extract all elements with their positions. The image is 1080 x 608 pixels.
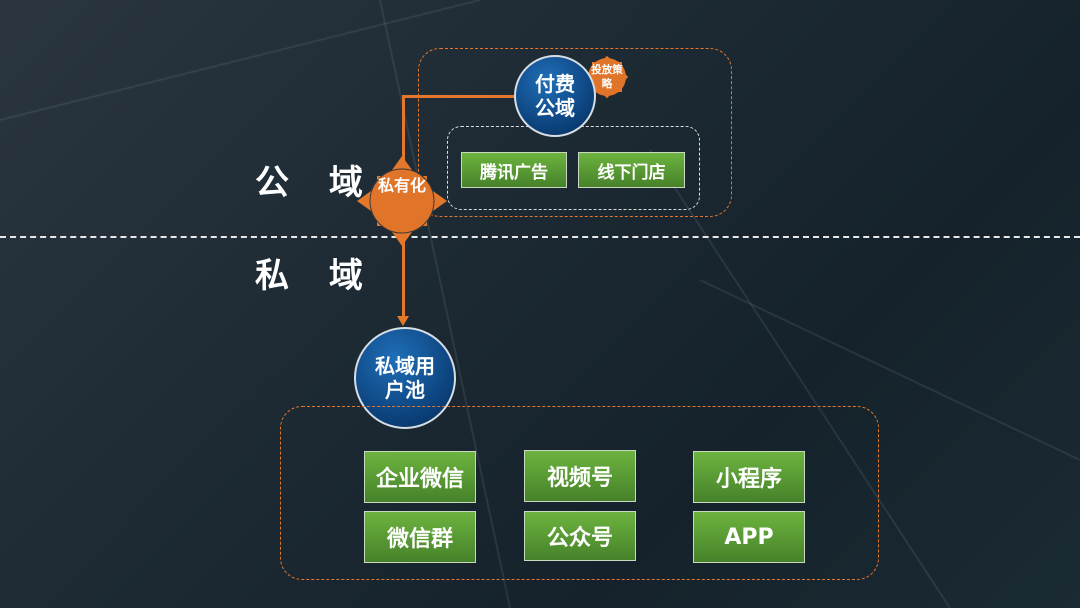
background-line	[699, 279, 1080, 461]
channel-tencent-ads: 腾讯广告	[461, 152, 567, 188]
privatize-node-label: 私有化	[377, 176, 426, 195]
public-domain-label: 公 域	[255, 163, 377, 203]
connector-line	[402, 95, 405, 165]
channel-offline-store: 线下门店	[578, 152, 685, 188]
private-channel-group	[280, 406, 879, 580]
paid-public-group	[418, 48, 732, 217]
strategy-node-label: 投放策略	[591, 64, 623, 91]
channel-official-account: 公众号	[524, 511, 636, 561]
background-line	[649, 149, 951, 608]
privatize-starburst-icon	[357, 156, 447, 246]
strategy-starburst-icon	[585, 55, 629, 99]
channel-app: APP	[693, 511, 805, 563]
background-line	[0, 0, 481, 121]
channel-mini-program: 小程序	[693, 451, 805, 503]
background-line	[379, 0, 511, 608]
channel-wechat-group: 微信群	[364, 511, 476, 563]
domain-divider	[0, 236, 1080, 238]
channel-wecom: 企业微信	[364, 451, 476, 503]
private-domain-label: 私 域	[255, 256, 377, 296]
private-pool-node: 私域用户池	[354, 327, 456, 429]
paid-public-node: 付费公域	[514, 55, 596, 137]
arrow-head-icon	[397, 316, 409, 326]
channel-video-account: 视频号	[524, 450, 636, 502]
connector-arrow	[402, 240, 405, 320]
connector-line	[402, 95, 517, 98]
